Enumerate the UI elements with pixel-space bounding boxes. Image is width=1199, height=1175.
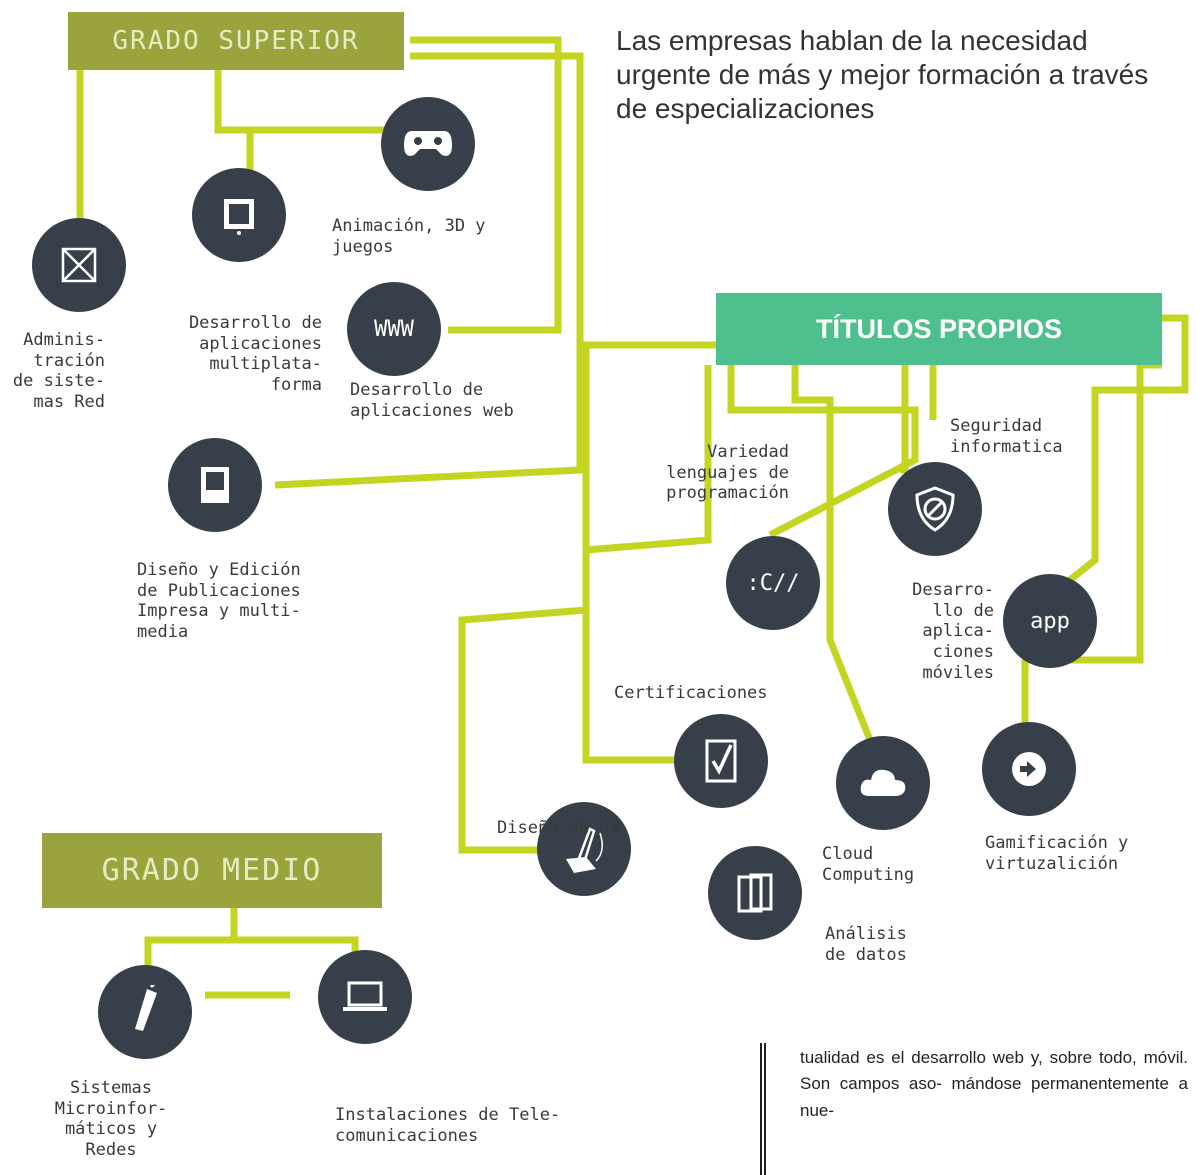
tablet-icon-node xyxy=(192,168,286,262)
shield-icon-node xyxy=(888,462,982,556)
network-icon-node xyxy=(32,218,126,312)
connector-gamificacion xyxy=(1021,361,1162,725)
connector-certificaciones xyxy=(582,365,712,764)
label-lenguajes: Variedad lenguajes de programación xyxy=(666,442,789,504)
cloud-icon xyxy=(860,769,906,796)
label-multiplataforma: Desarrollo de aplicaciones multiplata- f… xyxy=(188,313,322,396)
grado-superior-box: GRADO SUPERIOR xyxy=(68,12,404,70)
code-icon: :C// xyxy=(746,570,800,596)
book-icon-node xyxy=(168,438,262,532)
laptop-icon xyxy=(343,981,387,1011)
grado-superior-label: GRADO SUPERIOR xyxy=(112,26,360,56)
article-text: tualidad es el desarrollo web y, sobre t… xyxy=(800,1048,1188,1120)
connector-ux xyxy=(458,341,716,854)
tablet-icon xyxy=(224,199,254,235)
grado-medio-label: GRADO MEDIO xyxy=(101,853,323,888)
screwdriver-icon-node xyxy=(98,965,192,1059)
label-animacion: Animación, 3D y juegos xyxy=(332,216,486,257)
connector-seguridad xyxy=(900,360,909,474)
headline: Las empresas hablan de la necesidad urge… xyxy=(616,25,1149,125)
screwdriver-icon xyxy=(135,985,157,1031)
checklist-icon xyxy=(705,739,737,783)
label-admin: Adminis- tración de siste- mas Red xyxy=(12,330,105,413)
label-cloud: Cloud Computing xyxy=(822,844,915,885)
connector-www xyxy=(410,36,562,334)
connector-diseno-edicion xyxy=(274,52,584,489)
grado-medio-box: GRADO MEDIO xyxy=(42,833,382,908)
label-telecom: Instalaciones de Tele- comunicaciones xyxy=(335,1105,561,1146)
app-icon-node: app xyxy=(1003,574,1097,668)
documents-icon xyxy=(737,873,773,913)
pen-tablet-icon-node xyxy=(537,802,631,896)
connector-cloud xyxy=(791,360,874,742)
network-icon xyxy=(61,247,97,283)
label-analisis: Análisis de datos xyxy=(825,924,907,965)
cloud-icon-node xyxy=(836,736,930,830)
documents-icon-node xyxy=(708,846,802,940)
label-ux: Diseño de UX xyxy=(497,818,620,838)
gamification-icon-node xyxy=(982,722,1076,816)
book-icon xyxy=(201,467,229,503)
label-moviles: Desarro- llo de aplica- ciones móviles xyxy=(912,580,994,683)
app-icon: app xyxy=(1030,608,1070,634)
shield-icon xyxy=(915,486,955,532)
gamepad-icon-node xyxy=(381,97,475,191)
gamepad-icon xyxy=(404,131,452,156)
label-microinformaticos: Sistemas Microinfor- máticos y Redes xyxy=(54,1078,168,1161)
column-rule xyxy=(760,1043,766,1175)
www-icon-node: WWW xyxy=(347,282,441,376)
gamification-icon xyxy=(1012,752,1046,786)
label-web: Desarrollo de aplicaciones web xyxy=(350,380,514,421)
code-icon-node: :C// xyxy=(726,536,820,630)
titulos-propios-label: TÍTULOS PROPIOS xyxy=(815,313,1063,344)
label-gamificacion: Gamificación y virtuzalición xyxy=(985,833,1129,874)
connector-multiplataforma xyxy=(214,63,388,134)
www-icon: WWW xyxy=(374,316,414,342)
connector-lenguajes xyxy=(727,360,919,539)
connector-medio xyxy=(144,908,238,970)
label-certificaciones: Certificaciones xyxy=(614,683,768,703)
checklist-icon-node xyxy=(674,714,768,808)
titulos-propios-box: TÍTULOS PROPIOS xyxy=(716,293,1162,365)
laptop-icon-node xyxy=(318,950,412,1044)
label-seguridad: Seguridad informatica xyxy=(950,416,1063,457)
label-diseno-edicion: Diseño y Edición de Publicaciones Impres… xyxy=(137,560,301,643)
pen-tablet-icon xyxy=(566,827,603,873)
